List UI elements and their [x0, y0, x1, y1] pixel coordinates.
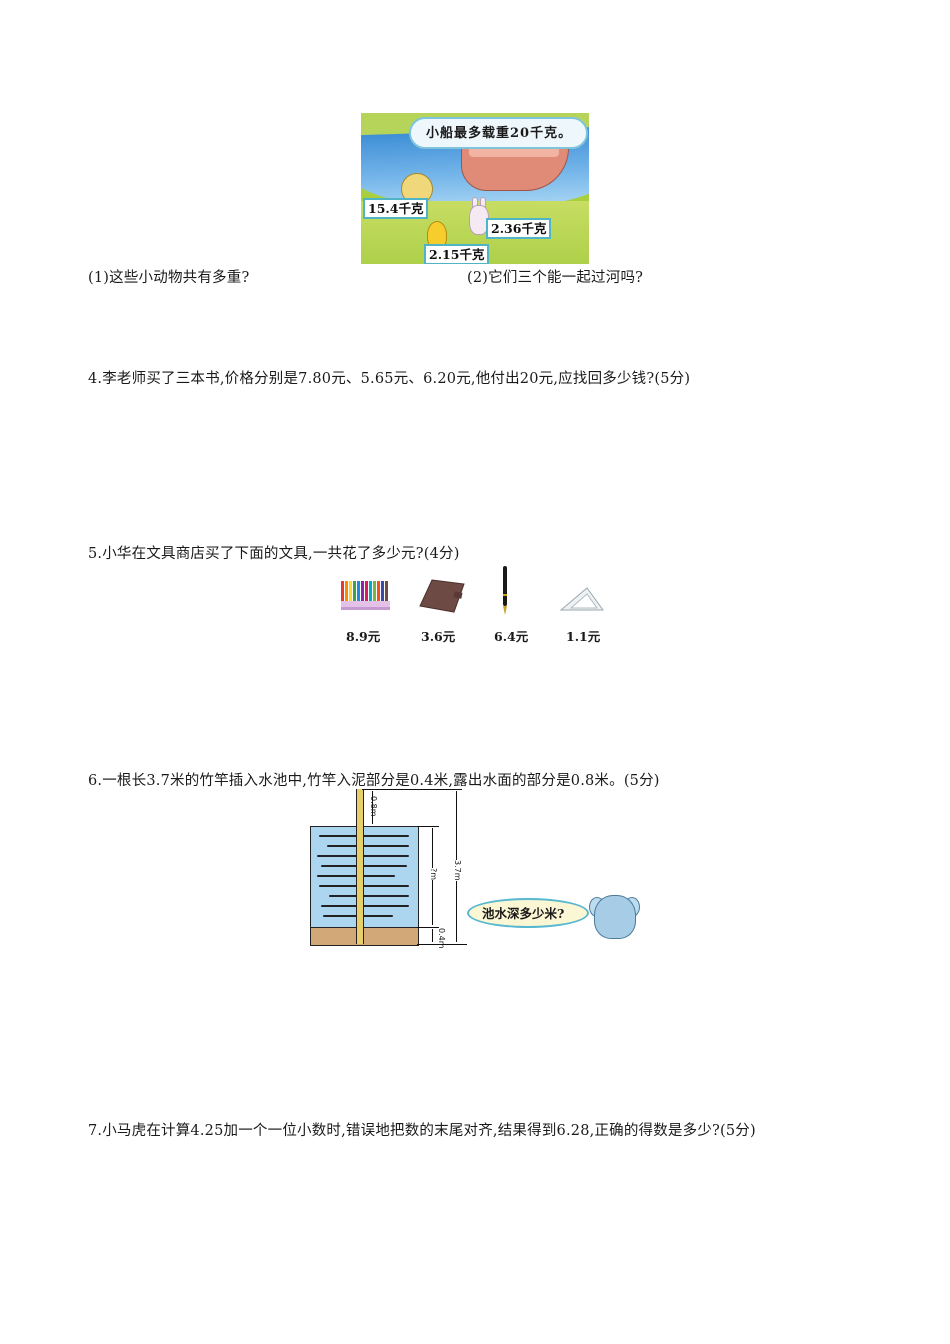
question-7: 7.小马虎在计算4.25加一个一位小数时,错误地把数的末尾对齐,结果得到6.28… [88, 1123, 756, 1139]
river-crossing-illustration: 小船最多载重20千克。 15.4千克 2.36千克 2.15千克 [361, 113, 589, 264]
wave-line [327, 845, 409, 847]
rabbit-weight-label: 2.36千克 [486, 218, 552, 239]
markers-price: 8.9元 [346, 629, 381, 644]
above-water-label: 0.8m [369, 796, 378, 817]
pen-icon [500, 566, 510, 616]
set-square-icon [557, 586, 605, 612]
speech-bubble-text: 池水深多少米? [482, 906, 565, 921]
mud-surface-dim-line [417, 927, 439, 928]
wave-line [319, 885, 409, 887]
pond-mud [310, 927, 419, 946]
pen-price: 6.4元 [494, 629, 529, 644]
elephant-icon [594, 895, 636, 939]
water-depth-label: ?m [429, 868, 438, 881]
question-4: 4.李老师买了三本书,价格分别是7.80元、5.65元、6.20元,他付出20元… [88, 371, 691, 387]
question-6: 6.一根长3.7米的竹竿插入水池中,竹竿入泥部分是0.4米,露出水面的部分是0.… [88, 773, 660, 789]
set-square-price: 1.1元 [566, 629, 601, 644]
duck-weight-label: 2.15千克 [424, 244, 490, 264]
above-water-arrow [372, 791, 373, 824]
total-length-label: 3.7m [453, 860, 462, 881]
bamboo-pole [356, 789, 364, 944]
bottom-dim-line [417, 944, 467, 945]
wave-line [321, 865, 407, 867]
markers-icon [341, 581, 390, 611]
wave-line [321, 905, 409, 907]
top-dim-line [362, 789, 462, 790]
q3-part1: (1)这些小动物共有多重? [88, 270, 250, 286]
wave-line [319, 835, 409, 837]
speech-bubble [467, 898, 589, 928]
notebook-icon [418, 578, 466, 614]
speech-cloud [409, 117, 588, 149]
wave-line [329, 895, 409, 897]
question-5: 5.小华在文具商店买了下面的文具,一共花了多少元?(4分) [88, 546, 460, 562]
notebook-price: 3.6元 [421, 629, 456, 644]
q3-part2: (2)它们三个能一起过河吗? [467, 270, 644, 286]
in-mud-arrow [432, 929, 433, 942]
pond-water [310, 826, 419, 929]
in-mud-label: 0.4m [437, 928, 446, 949]
water-surface-dim-line [417, 826, 439, 827]
boat-capacity-caption: 小船最多载重20千克。 [426, 126, 573, 141]
monkey-weight-label: 15.4千克 [363, 198, 429, 219]
